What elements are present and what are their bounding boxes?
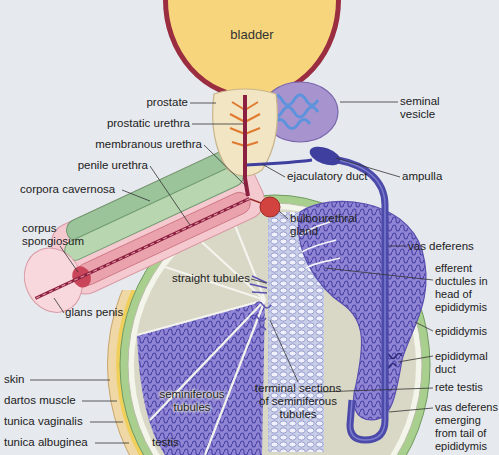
part-label: seminal vesicle: [400, 95, 460, 121]
leader-line: [325, 268, 433, 280]
efferent-ductule: [302, 240, 336, 252]
septum-line: [205, 300, 265, 455]
leader-line: [60, 246, 78, 272]
leader-line: [122, 190, 150, 201]
leader-line: [90, 422, 123, 423]
bulbourethral-duct: [250, 199, 261, 203]
leader-line: [30, 380, 110, 381]
part-label: membranous urethra: [88, 138, 202, 151]
bulbourethral-gland-shape: [260, 197, 280, 217]
vas-deferens-tube: [338, 160, 385, 440]
penile-urethra-dash: [35, 199, 249, 299]
leader-line: [251, 279, 266, 283]
leader-line: [415, 322, 433, 331]
illustration-part: [30, 102, 433, 443]
part-label: efferent ductules in head of epididymis: [435, 262, 499, 314]
part-label: rete testis: [435, 381, 499, 394]
vas-deferens-highlight: [338, 160, 385, 440]
straight-tubules: [250, 276, 267, 293]
septum-line: [150, 300, 265, 420]
skin-edge: [108, 290, 201, 455]
node-outline-path: [166, 0, 339, 97]
part-label: ampulla: [402, 170, 482, 183]
part-label: corpora cavernosa: [20, 183, 130, 196]
leader-line: [336, 158, 400, 177]
leader-line: [82, 401, 117, 402]
part-label: tunica albuginea: [4, 436, 99, 449]
leader-line: [398, 356, 433, 362]
penile-urethra-line: [35, 199, 249, 299]
leader-line: [279, 211, 288, 219]
leader-line: [190, 103, 216, 104]
epididymis-shape: [299, 201, 427, 420]
leader-line: [192, 124, 243, 125]
leader-line: [262, 164, 285, 177]
part-label: skin: [4, 373, 64, 386]
leader-line: [54, 298, 64, 313]
leader-line: [95, 443, 129, 444]
ejaculatory-duct-line: [247, 160, 312, 165]
part-label: epididymal duct: [435, 350, 499, 376]
part-label: vas deferens emerging from tail of epidi…: [435, 401, 499, 453]
terminal-tubules: [250, 302, 271, 330]
leader-line: [389, 246, 406, 247]
part-label: dartos muscle: [4, 394, 94, 407]
leader-line: [204, 145, 246, 186]
efferent-ductule: [306, 258, 340, 268]
part-label: prostate: [100, 96, 188, 109]
part-label: prostatic urethra: [90, 117, 190, 130]
illustration-part: [300, 222, 340, 268]
leader-line: [318, 388, 433, 392]
part-label: epididymis: [435, 325, 499, 338]
illustration-part: [250, 276, 271, 330]
leader-line: [270, 320, 298, 382]
leader-line: [340, 102, 398, 103]
seminiferous-tubules-mass: [137, 300, 265, 455]
efferent-ductule: [300, 222, 330, 236]
septum-line: [150, 262, 265, 300]
leader-line: [389, 408, 433, 412]
urethra-line: [245, 95, 248, 196]
organ-label: bladder: [163, 27, 341, 42]
septum-line: [137, 300, 265, 335]
skin-layer: [112, 290, 200, 455]
leader-line: [150, 166, 190, 225]
ampulla-shape: [307, 143, 343, 169]
illustration-part: [108, 290, 201, 455]
dartos-layer: [118, 290, 200, 455]
part-label: penile urethra: [58, 159, 148, 172]
part-label: tunica vaginalis: [4, 415, 94, 428]
